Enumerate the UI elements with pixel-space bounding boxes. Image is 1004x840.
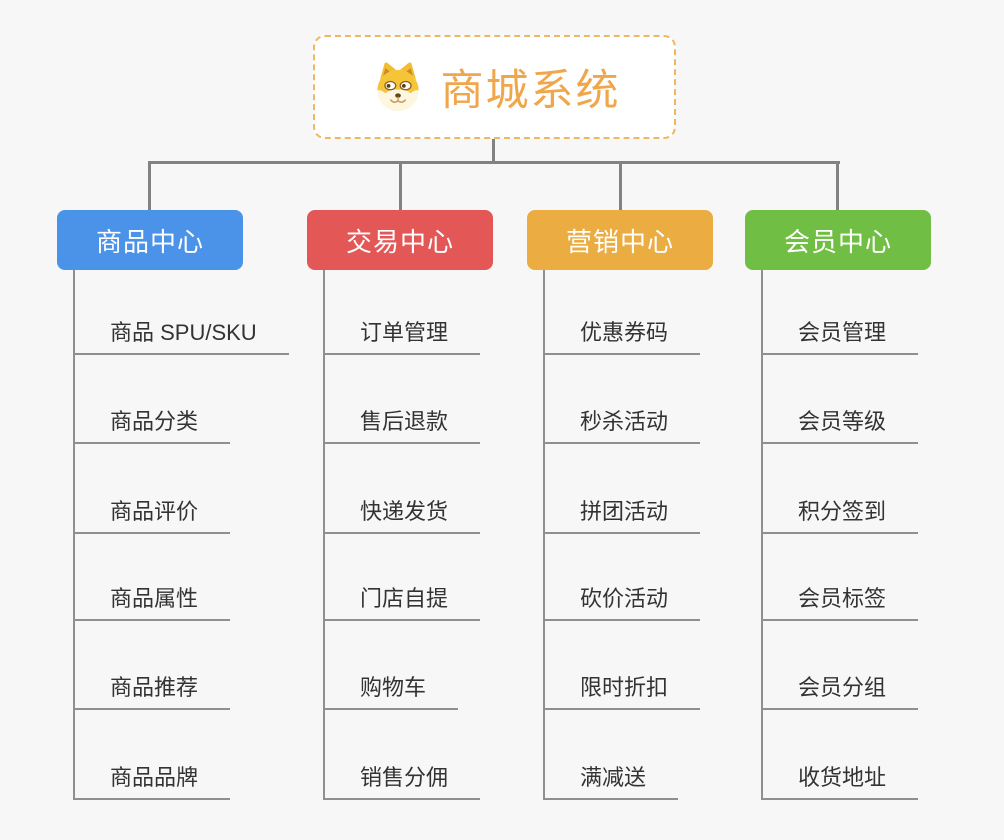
branch-node-label: 商品中心 [95,226,204,257]
connector-line [323,270,325,800]
leaf-node[interactable]: 会员管理 [761,320,919,355]
leaf-node[interactable]: 门店自提 [323,586,481,621]
dog-face-icon [369,60,427,114]
leaf-node[interactable]: 销售分佣 [323,765,481,800]
leaf-node[interactable]: 快递发货 [323,499,481,534]
leaf-node[interactable]: 商品品牌 [73,765,231,800]
leaf-node[interactable]: 满减送 [543,765,679,800]
branch-node-label: 交易中心 [345,226,454,257]
leaf-node[interactable]: 限时折扣 [543,675,701,710]
leaf-node[interactable]: 购物车 [323,675,459,710]
root-node[interactable]: 商城系统 [313,35,676,139]
connector-line [836,161,839,210]
leaf-node[interactable]: 商品评价 [73,499,231,534]
leaf-node[interactable]: 会员分组 [761,675,919,710]
leaf-node[interactable]: 拼团活动 [543,499,701,534]
branch-node-trade-center[interactable]: 交易中心 [307,210,493,270]
leaf-node[interactable]: 会员标签 [761,586,919,621]
leaf-node[interactable]: 砍价活动 [543,586,701,621]
leaf-node[interactable]: 收货地址 [761,765,919,800]
leaf-node[interactable]: 会员等级 [761,409,919,444]
branch-node-marketing-center[interactable]: 营销中心 [527,210,713,270]
leaf-node[interactable]: 商品推荐 [73,675,231,710]
connector-line [761,270,763,800]
leaf-node[interactable]: 商品属性 [73,586,231,621]
leaf-node[interactable]: 订单管理 [323,320,481,355]
connector-line [73,270,75,800]
branch-node-product-center[interactable]: 商品中心 [57,210,243,270]
connector-line [148,161,840,164]
leaf-node[interactable]: 售后退款 [323,409,481,444]
root-node-label: 商城系统 [440,67,621,115]
leaf-node[interactable]: 积分签到 [761,499,919,534]
leaf-node[interactable]: 优惠券码 [543,320,701,355]
branch-node-label: 会员中心 [783,226,892,257]
leaf-node[interactable]: 商品 SPU/SKU [73,320,289,355]
leaf-node[interactable]: 商品分类 [73,409,231,444]
connector-line [148,161,151,210]
connector-line [619,161,622,210]
branch-node-label: 营销中心 [565,226,674,257]
branch-node-member-center[interactable]: 会员中心 [745,210,931,270]
connector-line [399,161,402,210]
connector-line [492,139,495,163]
connector-line [543,270,545,800]
leaf-node[interactable]: 秒杀活动 [543,409,701,444]
